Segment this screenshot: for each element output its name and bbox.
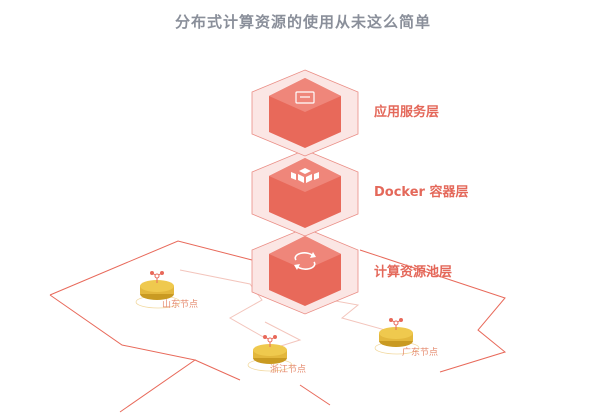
map-outline xyxy=(49,240,507,413)
refresh-cycle-icon xyxy=(294,252,316,270)
app-window-icon xyxy=(295,91,315,104)
layer-label-docker: Docker 容器层 xyxy=(374,185,469,200)
node-label-guangdong: 广东节点 xyxy=(402,348,439,358)
network-node-icon xyxy=(150,271,164,283)
network-node-icon xyxy=(263,335,277,347)
cube-app-layer xyxy=(251,69,359,157)
diagram-title: 分布式计算资源的使用从未这么简单 xyxy=(174,13,431,31)
node-label-shandong: 山东节点 xyxy=(162,300,199,310)
node-label-zhejiang: 浙江节点 xyxy=(270,365,307,375)
cube-compute-layer xyxy=(251,227,359,315)
node-zhejiang xyxy=(247,335,293,372)
node-guangdong xyxy=(374,318,420,355)
network-node-icon xyxy=(389,318,403,330)
node-shandong xyxy=(135,271,181,309)
layer-label-compute: 计算资源池层 xyxy=(374,265,453,280)
layer-label-app: 应用服务层 xyxy=(374,105,440,120)
docker-container-icon xyxy=(291,168,319,183)
cube-docker-layer xyxy=(251,149,359,237)
